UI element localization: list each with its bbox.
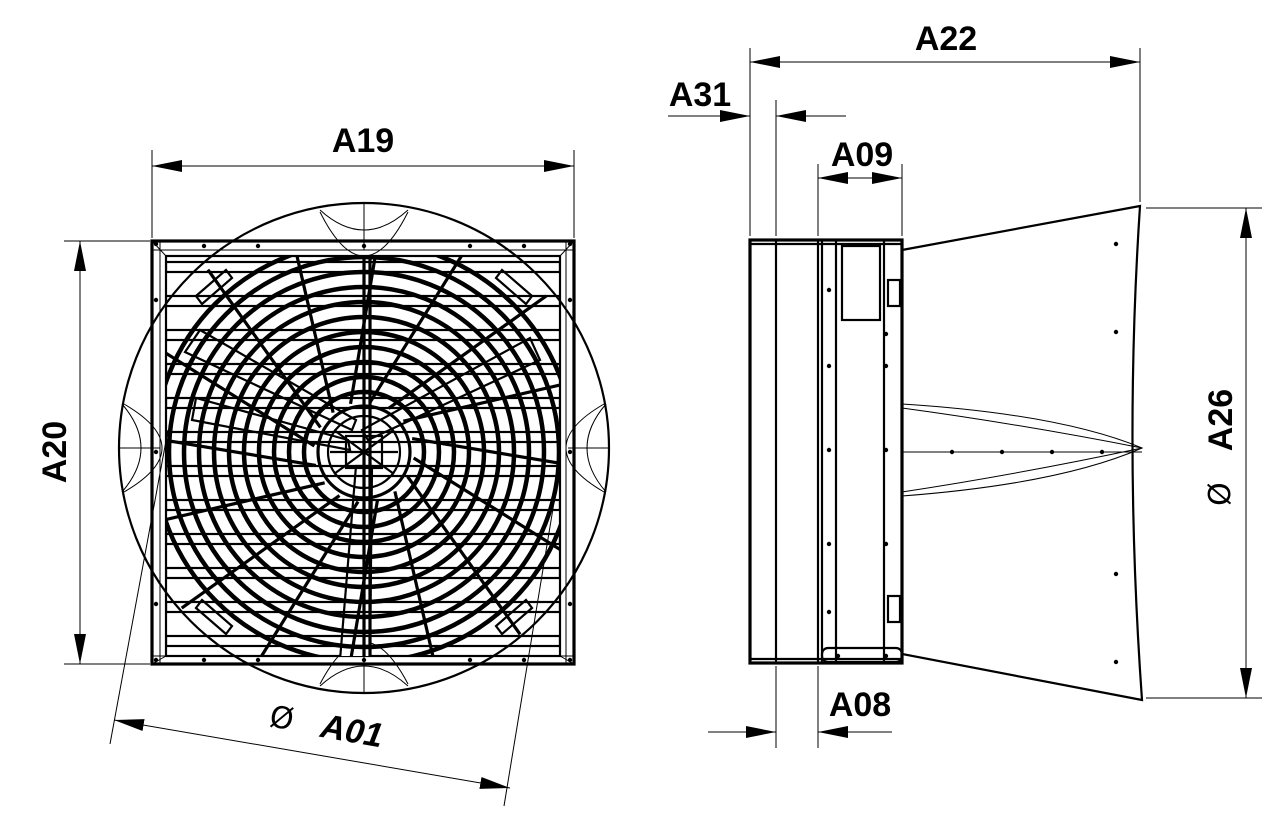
screw-dot xyxy=(361,657,367,663)
dimension-a08: A08 xyxy=(708,666,892,748)
dimension-a19: A19 xyxy=(151,122,575,238)
screw-dot xyxy=(999,449,1005,455)
screw-dot xyxy=(201,243,207,249)
screw-dot xyxy=(826,287,832,293)
screw-dot xyxy=(255,657,261,663)
screw-dot xyxy=(826,541,832,547)
housing-body xyxy=(748,238,904,665)
screw-dot xyxy=(1113,241,1119,247)
screw-dot xyxy=(883,653,889,659)
screw-dot xyxy=(153,297,159,303)
outlet-cone xyxy=(900,204,1144,702)
screw-dot xyxy=(361,243,367,249)
label-a20: A20 xyxy=(36,421,74,483)
guard-spoke xyxy=(406,475,522,636)
screw-dot xyxy=(567,601,573,607)
label-a01: A01 xyxy=(317,707,386,755)
fan-hub xyxy=(316,404,412,500)
screw-dot xyxy=(1113,659,1119,665)
dimension-a26: A26 Ø xyxy=(1146,207,1262,699)
screw-dot xyxy=(883,447,889,453)
guard-spoke xyxy=(402,383,560,423)
screw-dot xyxy=(835,653,841,659)
screw-dot xyxy=(883,331,889,337)
screw-dot xyxy=(949,449,955,455)
screw-dot xyxy=(1049,449,1055,455)
screw-dot xyxy=(567,297,573,303)
motor-box xyxy=(820,244,904,664)
guard-spoke xyxy=(348,256,377,405)
screw-dot xyxy=(467,243,473,249)
label-a26: A26 xyxy=(1202,389,1240,451)
screw-dot xyxy=(1113,571,1119,577)
guard-spoke xyxy=(349,499,380,656)
screw-dot xyxy=(883,541,889,547)
screw-dot xyxy=(255,243,261,249)
guard-spoke xyxy=(166,481,326,522)
screw-dot xyxy=(153,241,159,247)
dimension-a09: A09 xyxy=(817,136,903,236)
guard-spoke xyxy=(259,500,360,656)
guard-spoke xyxy=(411,436,560,465)
symbol-diameter-side: Ø xyxy=(1203,482,1238,506)
screw-dot xyxy=(467,657,473,663)
screw-dot xyxy=(1113,329,1119,335)
screw-dot xyxy=(153,449,159,455)
screw-dot xyxy=(826,363,832,369)
housing-screws xyxy=(826,241,1119,665)
guard-spoke xyxy=(166,351,316,448)
screw-dot xyxy=(153,657,159,663)
screw-dot xyxy=(201,657,207,663)
screw-dot xyxy=(826,447,832,453)
dimension-a22: A22 xyxy=(749,20,1141,236)
symbol-diameter-front: Ø xyxy=(267,699,296,738)
guard-spoke xyxy=(166,438,317,468)
corner-latches xyxy=(194,268,534,636)
screw-dot xyxy=(567,241,573,247)
label-a31: A31 xyxy=(669,76,731,114)
screw-dot xyxy=(567,449,573,455)
guard-spoke xyxy=(295,256,335,414)
screw-dot xyxy=(521,243,527,249)
screw-dot xyxy=(1099,449,1105,455)
screw-dot xyxy=(521,657,527,663)
frame-screws xyxy=(153,241,573,663)
guard-spoke xyxy=(180,494,341,610)
guard-spoke xyxy=(387,294,548,410)
screw-dot xyxy=(567,657,573,663)
dimension-a31: A31 xyxy=(668,76,846,236)
label-a09: A09 xyxy=(831,136,893,174)
label-a22: A22 xyxy=(915,20,977,58)
screw-dot xyxy=(883,363,889,369)
label-a08: A08 xyxy=(829,686,891,724)
side-view: A22 A31 A09 A08 A26 xyxy=(668,20,1262,748)
front-view: A19 A20 Ø A01 xyxy=(36,122,611,807)
screw-dot xyxy=(826,609,832,615)
label-a19: A19 xyxy=(332,122,394,160)
screw-dot xyxy=(153,601,159,607)
dimension-a20: A20 xyxy=(36,240,150,665)
guard-spoke xyxy=(393,490,435,656)
